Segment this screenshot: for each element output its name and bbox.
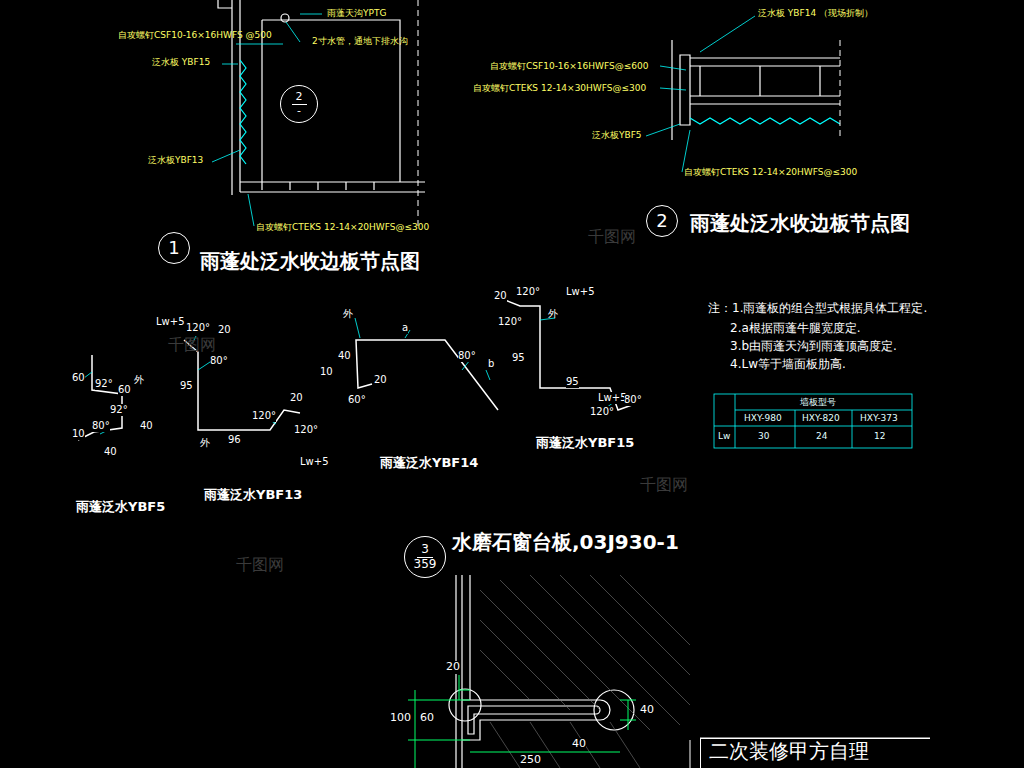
part-label: 自攻螺钉CTEKS 12-14×20HWFS@≤300 <box>684 167 857 177</box>
part-label: 自攻螺钉CTEKS 12-14×20HWFS@≤300 <box>256 222 429 232</box>
note: 3.b由雨蓬天沟到雨蓬顶高度定. <box>730 340 897 354</box>
detail-title: 雨蓬处泛水收边板节点图 <box>690 212 910 235</box>
dimension: 95 <box>566 376 579 388</box>
dimension: 80° <box>458 350 476 362</box>
table-cell: 30 <box>758 431 769 441</box>
detail-title: 水磨石窗台板,03J930-1 <box>452 531 679 554</box>
dimension: 120° <box>252 410 276 422</box>
node-text: 3 <box>417 543 433 558</box>
node-text: - <box>297 105 301 117</box>
dimension: 92° <box>95 378 113 390</box>
table-cell: HXY-373 <box>860 413 898 423</box>
dimension: 120° <box>186 322 210 334</box>
side-mark: 外 <box>200 437 210 449</box>
table-cell: HXY-820 <box>802 413 840 423</box>
part-label: 泛水板YBF13 <box>148 155 203 165</box>
part-label: 2寸水管，通地下排水沟 <box>312 36 408 46</box>
note: 4.Lw等于墙面板肋高. <box>730 358 846 372</box>
dimension: 120° <box>498 316 522 328</box>
detail-title: 雨蓬处泛水收边板节点图 <box>200 250 420 273</box>
profile-name: 雨蓬泛水YBF15 <box>536 436 634 451</box>
dimension: 250 <box>520 754 541 767</box>
dimension: 40 <box>572 738 586 751</box>
dimension: 80° <box>210 355 228 367</box>
dimension: a <box>402 322 408 334</box>
dimension: 60 <box>118 384 131 396</box>
dimension: 20 <box>494 290 507 302</box>
watermark: 千图网 <box>236 556 284 574</box>
part-label: 泛水板 YBF15 <box>152 57 210 67</box>
side-mark: 外 <box>548 308 558 320</box>
dimension: 20 <box>446 661 460 674</box>
dimension: 60° <box>348 394 366 406</box>
section-callout: 2- <box>280 85 318 123</box>
dimension: 95 <box>180 380 193 392</box>
dimension: 80° <box>92 420 110 432</box>
table-cell: Lw <box>718 431 730 441</box>
watermark: 千图网 <box>168 336 216 354</box>
node-text: 1 <box>168 239 179 258</box>
watermark: 千图网 <box>588 228 636 246</box>
dimension: 40 <box>640 704 654 717</box>
dimension: 20 <box>290 392 303 404</box>
profile-name: 雨蓬泛水YBF13 <box>204 488 302 503</box>
dimension: 120° <box>590 406 614 418</box>
part-label: 自攻螺钉CSF10-16×16HWFS@≤600 <box>490 61 648 71</box>
part-label: 雨蓬天沟YPTG <box>327 8 386 18</box>
dimension: 120° <box>294 424 318 436</box>
part-label: 泛水板 YBF14 （现场折制） <box>758 8 873 18</box>
dimension: 60 <box>420 712 434 725</box>
dimension: 40 <box>140 420 153 432</box>
profile-name: 雨蓬泛水YBF5 <box>76 500 165 515</box>
dimension: Lw+5 <box>598 392 627 404</box>
dimension: 20 <box>374 374 387 386</box>
note: 注：1.雨蓬板的组合型式根据具体工程定. <box>708 302 927 316</box>
detail-number: 2 <box>646 205 678 237</box>
profile-name: 雨蓬泛水YBF14 <box>380 456 478 471</box>
node-text: 359 <box>414 558 437 571</box>
dimension: b <box>488 358 494 370</box>
table-cell: HXY-980 <box>744 413 782 423</box>
table-cell: 24 <box>816 431 827 441</box>
dimension: 95 <box>512 352 525 364</box>
dimension: 40 <box>104 446 117 458</box>
dimension: 100 <box>390 712 411 725</box>
dimension: 10 <box>72 428 85 440</box>
dimension: 60 <box>72 372 85 384</box>
dimension: Lw+5 <box>156 316 185 328</box>
detail-callout: 3359 <box>404 536 446 578</box>
dimension: Lw+5 <box>566 286 595 298</box>
part-label: 泛水板YBF5 <box>592 130 642 140</box>
side-mark: 外 <box>134 374 144 386</box>
dimension: 40 <box>338 350 351 362</box>
table-cell: 墙板型号 <box>800 397 836 407</box>
node-text: 二次装修甲方自理 <box>709 741 922 762</box>
part-label: 自攻螺钉CSF10-16×16HWFS @500 <box>118 30 272 40</box>
table-cell: 12 <box>874 431 885 441</box>
node-text: 2 <box>292 91 307 105</box>
dimension: Lw+5 <box>300 456 329 468</box>
dimension: 120° <box>516 286 540 298</box>
part-label: 自攻螺钉CTEKS 12-14×30HWFS@≤300 <box>473 83 646 93</box>
dimension: 92° <box>110 404 128 416</box>
note: 2.a根据雨蓬牛腿宽度定. <box>730 322 861 336</box>
dimension: 80° <box>624 394 642 406</box>
watermark: 千图网 <box>640 476 688 494</box>
dimension: 96 <box>228 434 241 446</box>
detail-number: 1 <box>158 232 190 264</box>
node-text: 2 <box>656 212 667 231</box>
dimension: 10 <box>320 366 333 378</box>
side-mark: 外 <box>343 308 353 320</box>
note-box: 二次装修甲方自理 <box>700 738 930 768</box>
dimension: 20 <box>218 324 231 336</box>
